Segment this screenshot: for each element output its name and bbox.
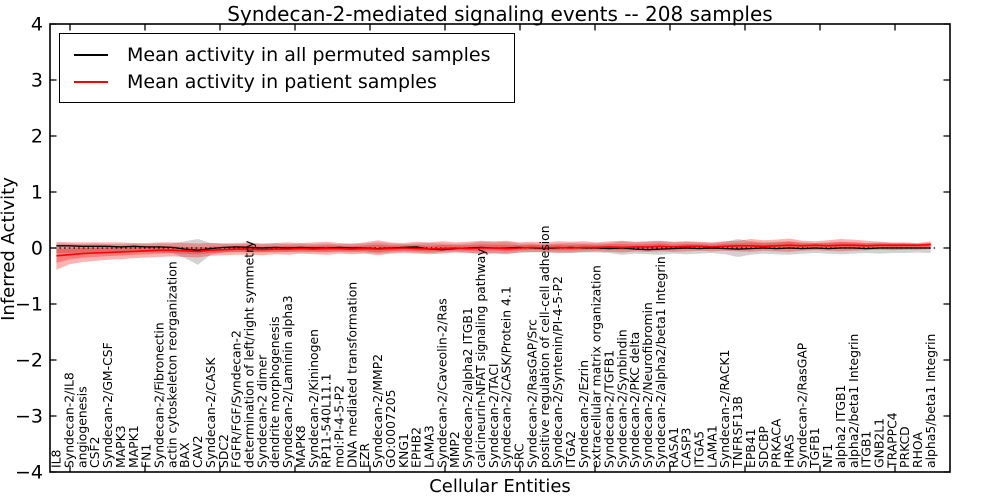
category-label: LAMA1 [704, 425, 719, 468]
category-label: ITGA5 [692, 431, 707, 468]
category-label: DNA mediated transformation [344, 282, 359, 468]
y-tick-label: 0 [31, 237, 43, 259]
category-label: MMP2 [447, 431, 462, 468]
category-label: KNG1 [396, 433, 411, 468]
category-label: mol:PI-4-5-P2 [332, 385, 347, 468]
y-tick-label: 1 [31, 181, 43, 203]
category-label: Syndecan-2/RACK1 [717, 350, 732, 468]
category-label: dendrite morphogenesis [267, 316, 282, 468]
patient-mean-line [56, 243, 931, 257]
category-label: positive regulation of cell-cell adhesio… [537, 225, 552, 468]
category-label: Syndecan-2/RasGAP/Src [524, 319, 539, 468]
category-label: EZR [357, 443, 372, 468]
category-label: Syndecan-2/alpha2/beta1 Integrin [653, 256, 668, 468]
category-label: FGFR/FGF/Syndecan-2 [229, 330, 244, 468]
category-label: Syndecan-2/Fibronectin [152, 322, 167, 468]
category-label: calcineurin-NFAT signaling pathway [473, 248, 488, 468]
y-tick-label: 2 [31, 125, 43, 147]
category-label: PRKACA [769, 418, 784, 468]
category-label: EPB41 [743, 428, 758, 468]
category-label: PRKCD [897, 426, 912, 468]
category-label: Syndecan-2/Synbindin [614, 329, 629, 468]
legend-label-patient: Mean activity in patient samples [127, 70, 437, 93]
category-label: MAPK8 [293, 425, 308, 468]
legend: Mean activity in all permuted samples Me… [59, 33, 515, 103]
legend-item-patient: Mean activity in patient samples [74, 68, 508, 95]
category-label: Syndecan-2/MMP2 [370, 354, 385, 468]
category-label: Syndecan-2/TGFB1 [602, 350, 617, 468]
category-label: HRAS [782, 434, 797, 468]
category-label: Syndecan-2/Syntenin/PI-4-5-P2 [550, 276, 565, 468]
category-label: Syndecan-2/PKC delta [627, 332, 642, 468]
permuted-range-band [56, 239, 931, 265]
category-label: Syndecan-2/Ezrin [576, 360, 591, 468]
category-label: angiogenesis [74, 386, 89, 468]
category-label: RHOA [910, 432, 925, 468]
category-label: Syndecan-2/Caveolin-2/Ras [434, 298, 449, 468]
category-label: CSF2 [87, 436, 102, 468]
category-label: SDC2 [216, 434, 231, 468]
category-label: GNB2L1 [872, 418, 887, 468]
category-label: ITGB1 [859, 431, 874, 468]
category-label: CASP3 [679, 428, 694, 468]
legend-label-permuted: Mean activity in all permuted samples [127, 43, 491, 66]
y-tick-label: −3 [15, 405, 43, 427]
category-label: Syndecan-2/CASK/Protein 4.1 [499, 286, 514, 468]
category-label: SRC [512, 443, 527, 468]
category-label: TRAPPC4 [884, 412, 899, 469]
y-tick-label: 4 [31, 13, 43, 35]
category-label: determination of left/right symmetry [242, 241, 257, 469]
category-label: SDCBP [756, 425, 771, 468]
category-label: actin cytoskeleton reorganization [164, 261, 179, 468]
category-label: RASA1 [666, 427, 681, 468]
category-label: TGFB1 [807, 427, 822, 469]
category-label: Syndecan-2/Laminin alpha3 [280, 295, 295, 468]
category-label: MAPK3 [113, 425, 128, 468]
category-label: alpha2 ITGB1 [833, 385, 848, 468]
category-label: Syndecan-2/RasGAP [794, 342, 809, 468]
category-label: IL8 [49, 449, 64, 468]
category-label: ITGA2 [563, 431, 578, 468]
category-label: Syndecan-2/Kininogen [306, 329, 321, 468]
legend-item-permuted: Mean activity in all permuted samples [74, 41, 508, 68]
category-label: LAMA3 [422, 425, 437, 468]
legend-line-sample-permuted [74, 53, 108, 56]
category-label: Syndecan-2/Neurofibromin [640, 302, 655, 468]
y-tick-label: −2 [15, 349, 43, 371]
y-axis-label: Inferred Activity [0, 177, 19, 321]
category-label: Syndecan-2/CASK [203, 357, 218, 468]
y-tick-label: 3 [31, 69, 43, 91]
category-label: Syndecan-2/alpha2 ITGB1 [460, 307, 475, 468]
category-label: RP11-540L11.1 [319, 374, 334, 468]
y-tick-label: −1 [15, 293, 43, 315]
category-label: Syndecan-2 dimer [254, 354, 269, 468]
category-label: extracellular matrix organization [589, 265, 604, 468]
category-label: GO:0007205 [383, 390, 398, 469]
category-label: TNFRSF13B [730, 396, 745, 469]
category-label: BAX [177, 442, 192, 468]
category-label: alpha5/beta1 Integrin [923, 334, 938, 468]
category-label: CAV2 [190, 435, 205, 468]
category-label: EPHB2 [409, 427, 424, 468]
x-axis-label: Cellular Entities [429, 476, 571, 497]
category-label: Syndecan-2/GM-CSF [100, 342, 115, 468]
category-label: Syndecan-2/TACI [486, 364, 501, 469]
category-label: NF1 [820, 444, 835, 468]
category-label: Syndecan-2/IL8 [62, 372, 77, 468]
category-label: alpha2/beta1 Integrin [846, 334, 861, 468]
category-label: FN1 [139, 444, 154, 468]
category-label: MAPK1 [126, 425, 141, 468]
chart-title: Syndecan-2-mediated signaling events -- … [227, 2, 773, 26]
y-tick-label: −4 [15, 461, 43, 483]
legend-line-sample-patient [74, 80, 108, 83]
